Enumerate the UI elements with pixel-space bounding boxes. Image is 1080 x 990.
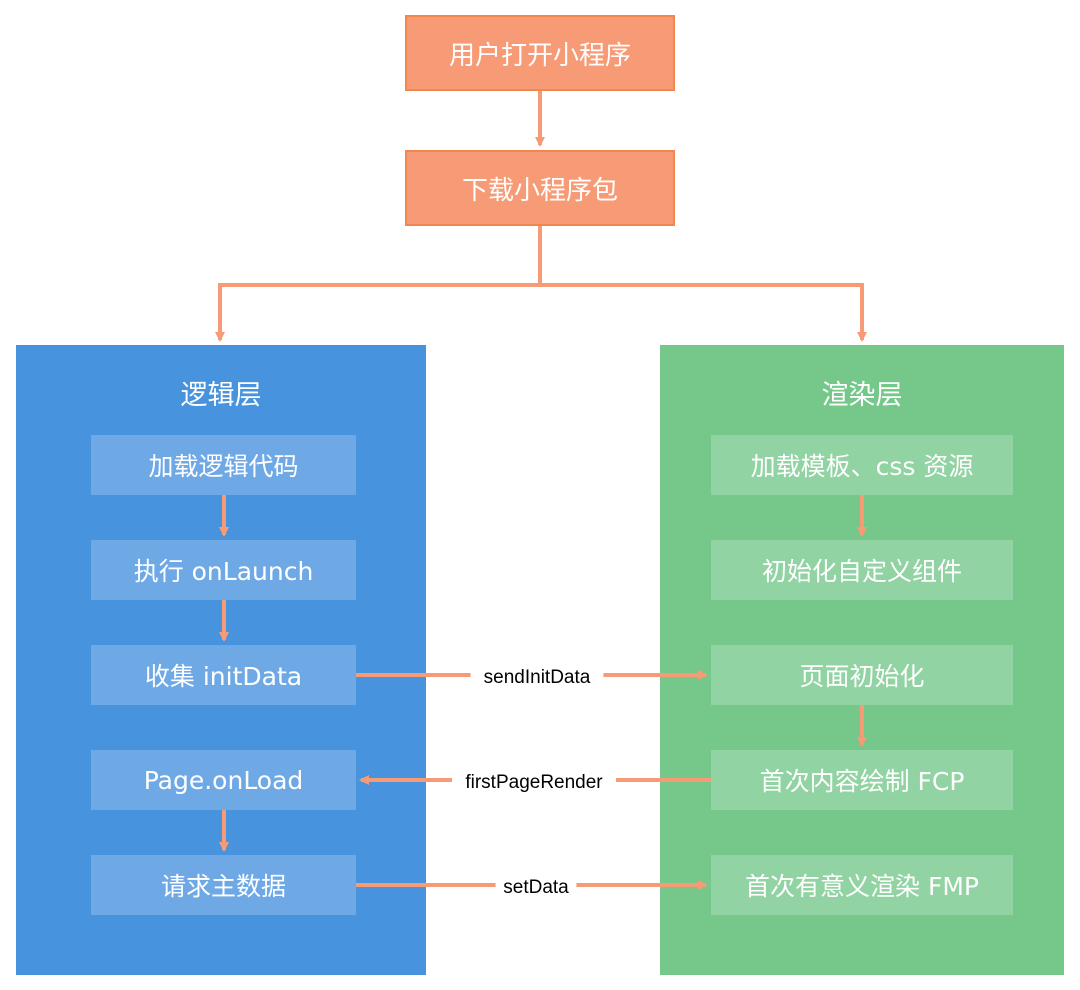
render-step-label: 首次有意义渲染 FMP xyxy=(745,872,979,901)
download-package-node: 下载小程序包 xyxy=(405,150,675,226)
edge-label-send-init-data: sendInitData xyxy=(484,667,591,688)
logic-step-label: 请求主数据 xyxy=(160,872,286,901)
render-step-load-template: 加载模板、css 资源 xyxy=(711,435,1013,495)
render-step-label: 加载模板、css 资源 xyxy=(750,452,974,481)
edge-label-first-page-render: firstPageRender xyxy=(465,772,603,793)
logic-step-label: 执行 onLaunch xyxy=(133,557,314,586)
logic-step-label: 加载逻辑代码 xyxy=(148,452,299,481)
logic-step-load-code: 加载逻辑代码 xyxy=(91,435,356,495)
logic-step-page-onload: Page.onLoad xyxy=(91,750,356,810)
branch-line xyxy=(215,226,542,342)
render-step-fcp: 首次内容绘制 FCP xyxy=(711,750,1013,810)
logic-step-label: Page.onLoad xyxy=(143,765,304,795)
logic-layer-title: 逻辑层 xyxy=(180,380,262,411)
edge-label-first-page-render-background xyxy=(452,768,616,792)
logic-step-request-data: 请求主数据 xyxy=(91,855,356,915)
branch-line-right xyxy=(540,283,867,342)
logic-step-onlaunch: 执行 onLaunch xyxy=(91,540,356,600)
open-app-label: 用户打开小程序 xyxy=(448,40,631,71)
logic-step-label: 收集 initData xyxy=(144,662,303,691)
edge-label-set-data: setData xyxy=(503,877,569,898)
edge-label-send-init-data-background xyxy=(470,663,604,687)
download-package-label: 下载小程序包 xyxy=(461,175,618,206)
render-step-fmp: 首次有意义渲染 FMP xyxy=(711,855,1013,915)
render-step-label: 首次内容绘制 FCP xyxy=(759,767,965,796)
edge-label-set-data-background xyxy=(495,873,577,897)
render-step-page-init: 页面初始化 xyxy=(711,645,1013,705)
render-layer-title: 渲染层 xyxy=(821,380,903,411)
render-step-label: 初始化自定义组件 xyxy=(761,557,962,586)
render-step-label: 页面初始化 xyxy=(799,662,925,691)
open-app-node: 用户打开小程序 xyxy=(405,15,675,91)
render-step-init-components: 初始化自定义组件 xyxy=(711,540,1013,600)
logic-step-collect-initdata: 收集 initData xyxy=(91,645,356,705)
